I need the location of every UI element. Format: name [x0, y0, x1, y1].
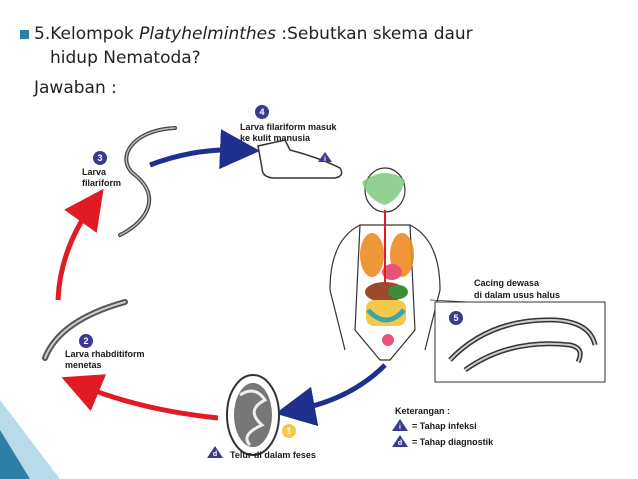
- stage-number: 4: [259, 107, 264, 117]
- stage-number: 5: [453, 313, 458, 323]
- stage-number-badge: [79, 334, 93, 348]
- diagnostic-marker-icon: [392, 435, 408, 447]
- diagnostic-marker-icon: [207, 446, 223, 458]
- stage-number-badge: [449, 311, 463, 325]
- stage-label: menetas: [65, 360, 102, 370]
- stage-label: Telur di dalam feses: [230, 450, 316, 460]
- arrow-3-to-4: [149, 129, 260, 170]
- corner-decoration: [0, 400, 60, 479]
- foot-illustration: [257, 139, 343, 179]
- stage-4: 4 Larva filariform masuk ke kulit manusi…: [240, 105, 343, 179]
- arrow-2-to-3: [55, 188, 104, 301]
- stage-number: 1: [286, 426, 291, 436]
- stage-number-badge: [93, 151, 107, 165]
- stage-label: di dalam usus halus: [474, 290, 560, 300]
- legend-item-diagnostic: = Tahap diagnostik: [412, 437, 494, 447]
- human-body-illustration: [329, 167, 441, 361]
- legend: Keterangan : i = Tahap infeksi d = Tahap…: [392, 406, 494, 447]
- stage-label: Larva rhabditiform: [65, 349, 145, 359]
- svg-text:d: d: [398, 440, 402, 447]
- question-line-1: 5.Kelompok Platyhelminthes :Sebutkan ske…: [34, 24, 473, 44]
- svg-text:i: i: [399, 424, 401, 431]
- legend-title: Keterangan :: [395, 406, 450, 416]
- bullet-icon: [20, 30, 29, 39]
- filariform-larva-illustration: [118, 126, 177, 237]
- stage-label: Larva filariform masuk: [240, 122, 338, 132]
- stage-number-badge: [255, 105, 269, 119]
- stage-label: ke kulit manusia: [240, 133, 311, 143]
- stage-label: filariform: [82, 178, 121, 188]
- legend-item-infection: = Tahap infeksi: [412, 421, 477, 431]
- stage-number: 3: [97, 153, 102, 163]
- infection-marker-icon: [318, 152, 332, 162]
- stage-2: 2 Larva rhabditiform menetas: [42, 299, 145, 370]
- svg-text:d: d: [213, 451, 217, 458]
- stage-1: 1 d Telur di dalam feses: [207, 374, 316, 460]
- stage-3: 3 Larva filariform: [82, 126, 177, 237]
- stage-number: 2: [83, 336, 88, 346]
- adult-worm-box: [434, 301, 606, 383]
- svg-text:i: i: [324, 156, 326, 163]
- stage-label: Cacing dewasa: [474, 278, 540, 288]
- answer-label: Jawaban :: [34, 78, 117, 98]
- stage-number-badge: [282, 424, 296, 438]
- stage-5: Cacing dewasa di dalam usus halus 5: [429, 278, 606, 383]
- question-line-2: hidup Nematoda?: [50, 48, 201, 68]
- infection-marker-icon: [392, 419, 408, 431]
- arrow-human-to-1: [275, 363, 387, 427]
- stage-label: Larva: [82, 167, 107, 177]
- arrow-1-to-2: [61, 374, 219, 421]
